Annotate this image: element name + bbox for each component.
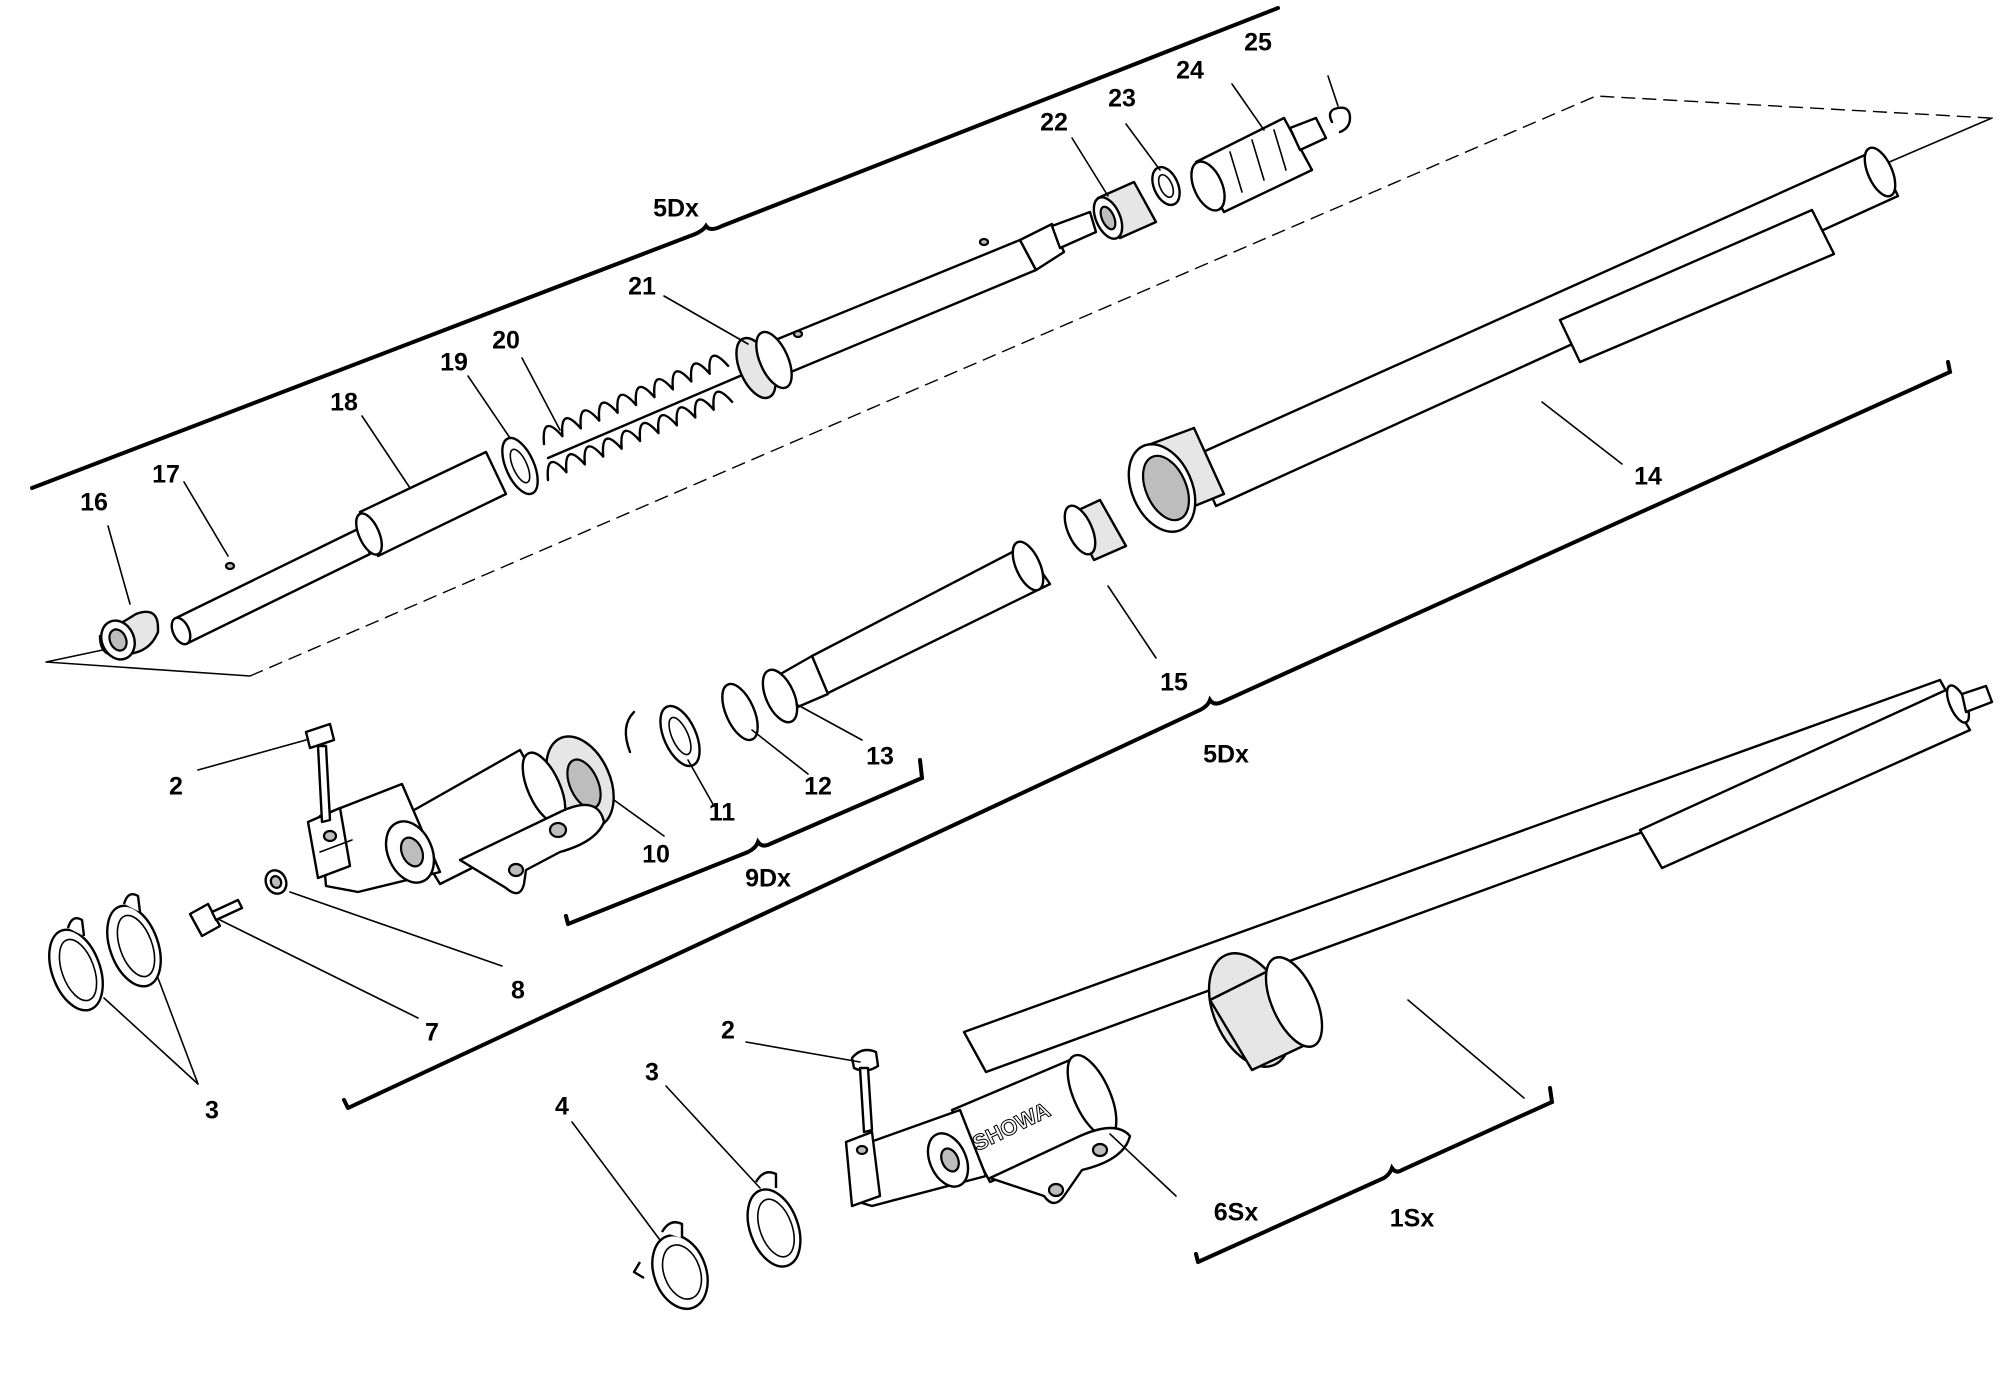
part-19-washer (501, 436, 539, 496)
part-18-tube (355, 450, 508, 558)
fork-leg-left: SHOWA (844, 678, 1994, 1208)
dash-line-lower (249, 95, 1991, 677)
callout-1sx: 1Sx (1390, 1205, 1435, 1233)
callout-8: 8 (511, 977, 525, 1005)
part-7-bleed-screw (188, 898, 244, 938)
part-2-bolt-bottom (850, 1048, 880, 1134)
callout-16: 16 (80, 489, 108, 517)
leader-lines (103, 75, 1623, 1241)
enclosure-lines (45, 95, 1993, 677)
callout-12: 12 (804, 773, 832, 801)
cartridge-assembly (98, 106, 1352, 661)
callout-2-top: 2 (169, 773, 183, 801)
callout-9dx: 9Dx (745, 865, 791, 893)
part-4-clamp (632, 1221, 709, 1310)
part-23-ring (1151, 165, 1181, 207)
callout-21: 21 (628, 273, 656, 301)
callout-3-bottom: 3 (645, 1059, 659, 1087)
callout-25: 25 (1244, 29, 1272, 57)
callout-23: 23 (1108, 85, 1136, 113)
callout-20: 20 (492, 327, 520, 355)
callout-14: 14 (1634, 463, 1662, 491)
callout-19: 19 (440, 349, 468, 377)
part-8-washer (264, 869, 288, 895)
callout-labels: 25 24 23 22 5Dx 21 20 19 18 17 16 14 15 … (80, 29, 1662, 1233)
callout-13: 13 (866, 743, 894, 771)
callout-11: 11 (709, 799, 736, 827)
part-21-cartridge-tube (735, 210, 1098, 400)
callout-15: 15 (1160, 669, 1188, 697)
callout-6sx: 6Sx (1214, 1199, 1259, 1227)
callout-3-left: 3 (205, 1097, 219, 1125)
callout-24: 24 (1176, 57, 1204, 85)
bracket-5dx-top (30, 6, 1280, 490)
part-17-rod (170, 526, 372, 646)
dash-line-left (45, 647, 251, 677)
part-22-bushing (1092, 180, 1158, 240)
callout-17: 17 (152, 461, 180, 489)
part-24-valve (1190, 116, 1328, 214)
bracket-9dx (564, 758, 925, 926)
bracket-5dx-mid (342, 360, 1953, 1110)
part-2-bolt-top (304, 722, 336, 824)
part-25-clip (1328, 106, 1352, 134)
part-3-clamp-bottom (746, 1171, 802, 1268)
part-16-bushing (98, 610, 160, 661)
callout-10: 10 (642, 841, 670, 869)
group-brackets (30, 6, 1953, 1264)
callout-18: 18 (330, 389, 358, 417)
inner-tube-assembly (545, 540, 1052, 829)
callout-4: 4 (555, 1093, 569, 1121)
callout-7: 7 (425, 1019, 439, 1047)
part-20-spring (542, 354, 742, 482)
callout-2-bottom: 2 (721, 1017, 735, 1045)
dash-line-right (1879, 117, 1993, 167)
bracket-1sx (1194, 1086, 1555, 1264)
part-3-clamps-left (48, 893, 162, 1012)
part-14-outer-tube (1127, 146, 1900, 533)
callout-5dx-top: 5Dx (653, 195, 699, 223)
callout-5dx-mid: 5Dx (1203, 741, 1249, 769)
part-15-bushing (1063, 498, 1128, 562)
callout-22: 22 (1040, 109, 1068, 137)
